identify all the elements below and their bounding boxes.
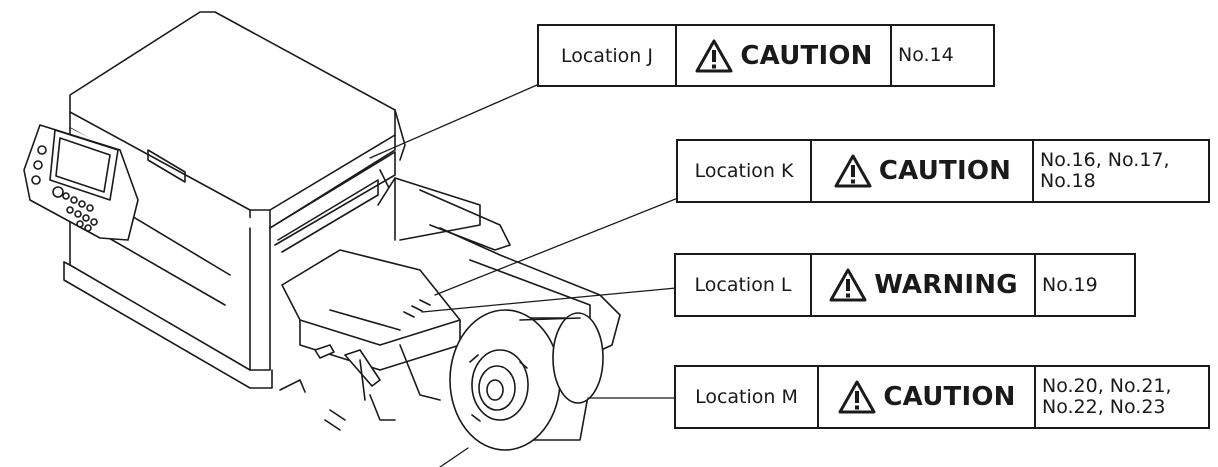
label-location-k: Location K CAUTION No.16, No.17, No.18 [676,139,1210,203]
label-location-j: Location J CAUTION No.14 [537,24,995,87]
signal-word-cell: CAUTION [817,367,1034,427]
warning-triangle-icon [838,380,876,414]
warning-triangle-icon [834,154,872,188]
reference-numbers: No.19 [1034,255,1134,315]
leader-line-j [369,84,538,159]
leader-line-roll [439,447,469,467]
reference-number: No.14 [898,44,954,66]
signal-word: CAUTION [883,382,1016,412]
leader-line-k [434,197,679,296]
reference-numbers: No.20, No.21, No.22, No.23 [1034,367,1208,427]
location-name: Location L [694,274,792,296]
label-location-m: Location M CAUTION No.20, No.21, No.22, … [674,365,1210,429]
label-location-l: Location L WARNING No.19 [674,253,1136,317]
reference-number: No.18 [1040,170,1096,192]
warning-triangle-icon [829,268,867,302]
signal-word: WARNING [874,270,1018,300]
media-unit [279,177,621,431]
location-name: Location K [694,160,794,182]
reference-number: No.22, No.23 [1042,396,1166,418]
reference-number: No.16, No.17, [1040,149,1170,171]
warning-triangle-icon [695,39,733,72]
signal-word-cell: CAUTION [675,26,890,85]
leader-lines [369,84,679,467]
location-name: Location M [695,386,798,408]
reference-number: No.20, No.21, [1042,375,1172,397]
signal-word: CAUTION [878,156,1012,186]
signal-word-cell: CAUTION [810,141,1032,201]
paper-roll [449,309,604,451]
signal-word-cell: WARNING [810,255,1034,315]
reference-numbers: No.14 [890,26,993,85]
location-name: Location J [560,44,653,67]
operator-panel [23,124,139,241]
reference-number: No.19 [1042,273,1098,296]
reference-numbers: No.16, No.17, No.18 [1032,141,1208,201]
signal-word: CAUTION [740,40,873,71]
leader-line-l [421,287,677,313]
